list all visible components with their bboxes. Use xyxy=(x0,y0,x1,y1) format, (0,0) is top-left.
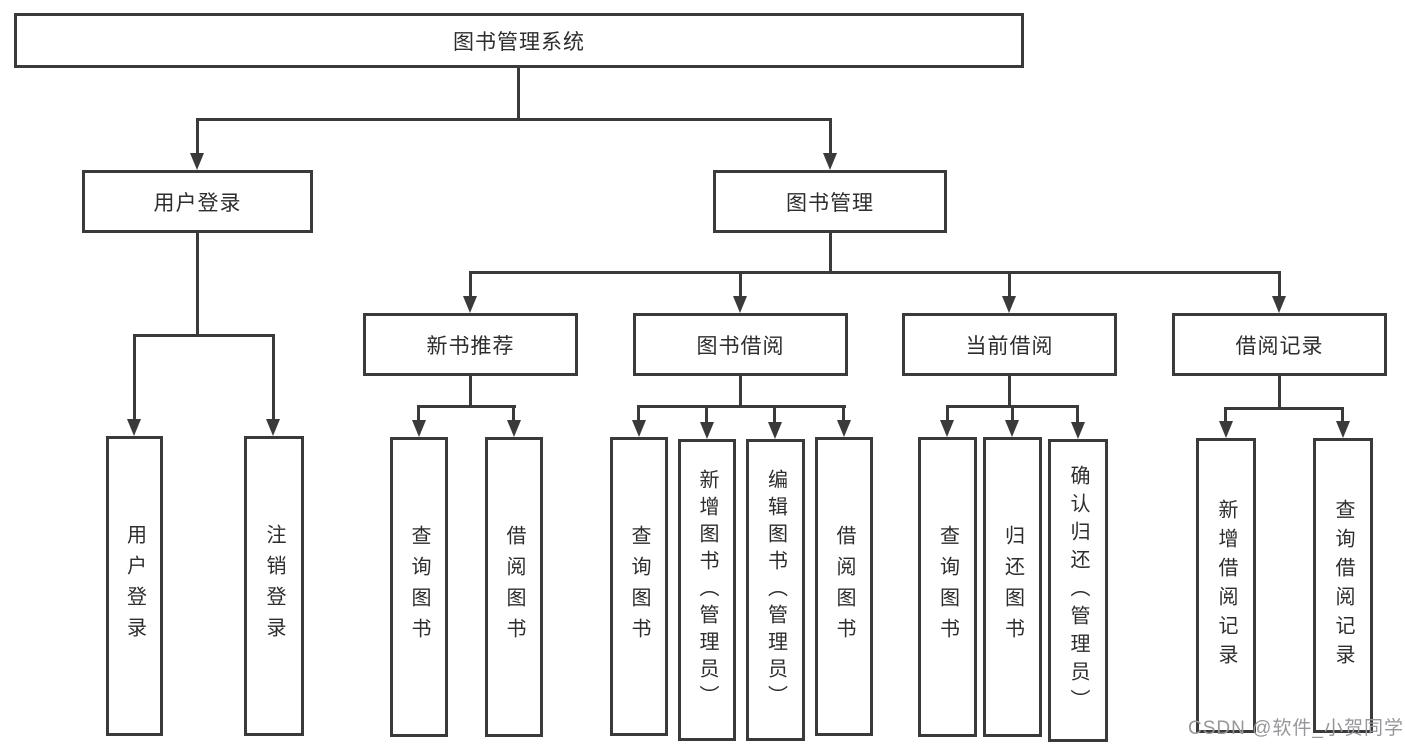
node-current-borrow-label: 当前借阅 xyxy=(965,334,1054,358)
connector-line xyxy=(469,374,472,407)
leaf-add-book-admin-label: 新增图书（管理员） xyxy=(696,468,718,712)
leaf-user-login: 用户登录 xyxy=(106,436,163,736)
connector-line xyxy=(1341,407,1344,422)
leaf-query-books-borrow: 查询图书 xyxy=(610,437,668,736)
connector-line xyxy=(1278,374,1281,409)
connector-line xyxy=(829,231,832,273)
arrow-down-icon xyxy=(1219,421,1233,438)
leaf-confirm-return-admin: 确认归还（管理员） xyxy=(1048,439,1108,742)
arrow-down-icon xyxy=(940,420,954,437)
arrow-down-icon xyxy=(1005,420,1019,437)
leaf-query-books-borrow-label: 查询图书 xyxy=(628,524,650,649)
leaf-confirm-return-admin-label: 确认归还（管理员） xyxy=(1067,464,1089,717)
node-book-borrow-label: 图书借阅 xyxy=(696,334,785,358)
node-new-book-recommend-label: 新书推荐 xyxy=(426,334,515,358)
leaf-borrow-books-borrow-label: 借阅图书 xyxy=(833,524,855,649)
connector-line xyxy=(272,334,275,421)
leaf-query-borrow-record: 查询借阅记录 xyxy=(1313,438,1373,733)
connector-line xyxy=(417,405,516,408)
connector-line xyxy=(705,405,708,422)
leaf-edit-book-admin: 编辑图书（管理员） xyxy=(746,439,805,741)
node-book-management-label: 图书管理 xyxy=(786,191,874,215)
arrow-down-icon xyxy=(1002,296,1016,313)
leaf-edit-book-admin-label: 编辑图书（管理员） xyxy=(764,468,787,712)
connector-line xyxy=(512,405,515,422)
arrow-down-icon xyxy=(837,420,851,437)
connector-line xyxy=(196,118,199,155)
arrow-down-icon xyxy=(412,420,426,437)
connector-line xyxy=(1076,405,1079,422)
arrow-down-icon xyxy=(700,422,714,439)
connector-line xyxy=(517,66,520,121)
connector-line xyxy=(637,405,846,408)
leaf-borrow-books-recommend-label: 借阅图书 xyxy=(503,525,525,649)
node-new-book-recommend: 新书推荐 xyxy=(363,313,578,376)
connector-line xyxy=(469,271,472,299)
connector-line xyxy=(637,405,640,422)
connector-line xyxy=(739,374,742,407)
leaf-add-borrow-record-label: 新增借阅记录 xyxy=(1215,498,1237,673)
node-user-login-label: 用户登录 xyxy=(153,191,242,215)
node-root-label: 图书管理系统 xyxy=(453,30,585,54)
arrow-down-icon xyxy=(1071,422,1085,439)
node-current-borrow: 当前借阅 xyxy=(902,313,1117,376)
arrow-down-icon xyxy=(190,153,204,170)
leaf-borrow-books-borrow: 借阅图书 xyxy=(815,437,873,736)
leaf-add-borrow-record: 新增借阅记录 xyxy=(1196,438,1256,733)
arrow-down-icon xyxy=(823,153,837,170)
connector-line xyxy=(1008,374,1011,407)
leaf-add-book-admin: 新增图书（管理员） xyxy=(678,439,736,741)
connector-line xyxy=(133,334,136,421)
connector-line xyxy=(829,118,832,155)
arrow-down-icon xyxy=(463,296,477,313)
connector-line xyxy=(1224,407,1344,410)
arrow-down-icon xyxy=(266,419,280,436)
connector-line xyxy=(196,118,832,121)
leaf-borrow-books-recommend: 借阅图书 xyxy=(485,437,543,737)
leaf-user-login-label: 用户登录 xyxy=(123,524,146,648)
leaf-query-books-current: 查询图书 xyxy=(918,437,977,737)
connector-line xyxy=(1278,271,1281,299)
connector-line xyxy=(417,405,420,422)
connector-line xyxy=(946,405,949,422)
csdn-watermark: CSDN @软件_小贺同学 xyxy=(1188,718,1404,739)
arrow-down-icon xyxy=(768,422,782,439)
node-borrow-records: 借阅记录 xyxy=(1172,313,1387,376)
connector-line xyxy=(1008,271,1011,299)
leaf-query-books-current-label: 查询图书 xyxy=(936,525,959,649)
node-book-borrow: 图书借阅 xyxy=(633,313,848,376)
connector-line xyxy=(1224,407,1227,422)
arrow-down-icon xyxy=(507,420,521,437)
arrow-down-icon xyxy=(733,296,747,313)
connector-line xyxy=(196,231,199,336)
leaf-return-books-label: 归还图书 xyxy=(1001,525,1024,649)
connector-line xyxy=(773,405,776,422)
connector-line xyxy=(469,271,1281,274)
leaf-return-books: 归还图书 xyxy=(983,437,1042,737)
leaf-query-books-recommend-label: 查询图书 xyxy=(408,525,430,649)
connector-line xyxy=(842,405,845,422)
node-root: 图书管理系统 xyxy=(14,13,1024,68)
node-book-management: 图书管理 xyxy=(713,170,947,233)
arrow-down-icon xyxy=(1336,421,1350,438)
leaf-logout-label: 注销登录 xyxy=(263,524,285,648)
leaf-query-borrow-record-label: 查询借阅记录 xyxy=(1332,498,1354,673)
connector-line xyxy=(1011,405,1014,422)
arrow-down-icon xyxy=(127,419,141,436)
leaf-query-books-recommend: 查询图书 xyxy=(390,437,448,737)
node-user-login: 用户登录 xyxy=(82,170,313,233)
connector-line xyxy=(133,334,275,337)
arrow-down-icon xyxy=(632,420,646,437)
node-borrow-records-label: 借阅记录 xyxy=(1235,334,1324,358)
connector-line xyxy=(739,271,742,299)
leaf-logout: 注销登录 xyxy=(244,436,304,736)
arrow-down-icon xyxy=(1272,296,1286,313)
